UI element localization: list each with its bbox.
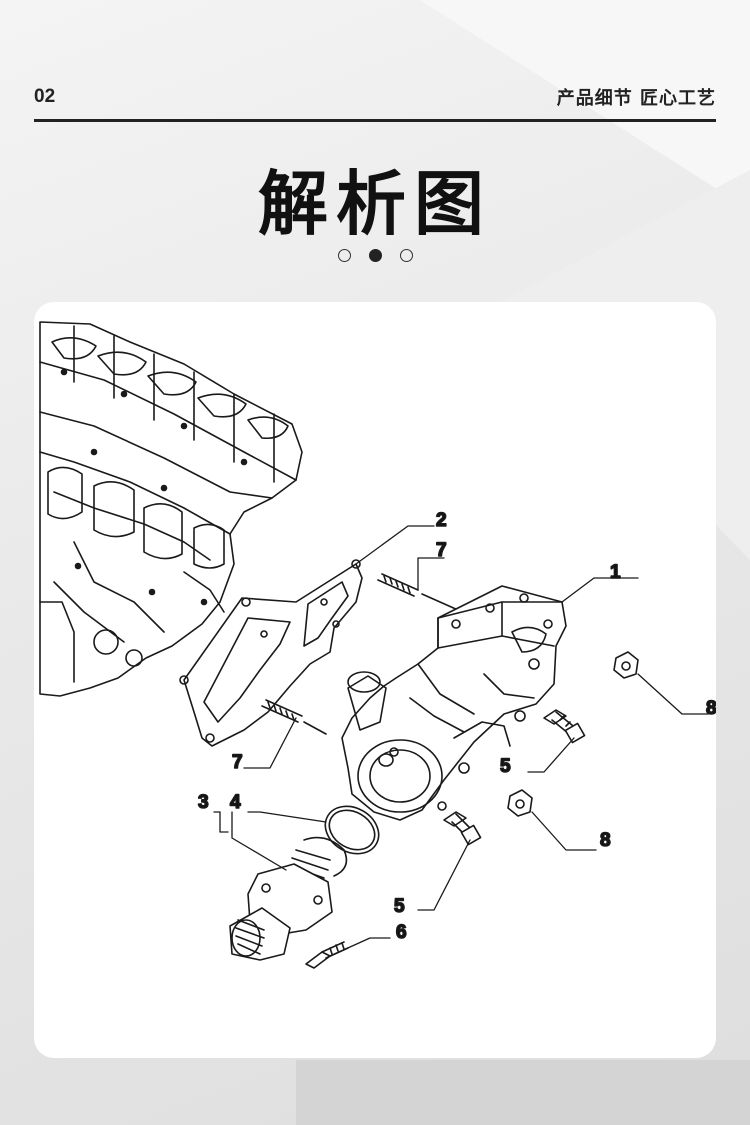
label-part-6: 6: [396, 922, 407, 943]
diagram-card: 2 7 1 8 7 5 3 4 8 5 6: [34, 302, 716, 1058]
header-divider: [34, 119, 716, 122]
stud-upper: [377, 573, 459, 611]
label-part-7-upper: 7: [436, 540, 447, 561]
nut-lower: [507, 789, 533, 817]
bolt-lower: [443, 811, 482, 846]
label-part-5-upper: 5: [500, 756, 511, 777]
label-part-3: 3: [198, 792, 209, 813]
bolt-small: [305, 941, 349, 969]
nut-upper: [613, 651, 639, 679]
leader-lines: [213, 525, 709, 957]
page-title: 解析图: [258, 163, 492, 245]
engine-block: [39, 321, 303, 697]
pagination-dot-active[interactable]: [368, 249, 382, 262]
o-ring: [324, 805, 380, 855]
pagination-dot[interactable]: [337, 249, 351, 262]
exploded-view-diagram: 2 7 1 8 7 5 3 4 8 5 6: [39, 321, 716, 969]
label-part-7-lower: 7: [232, 752, 243, 773]
thermostat: [229, 836, 348, 961]
gasket: [179, 559, 363, 747]
label-part-5-lower: 5: [394, 896, 405, 917]
thermostat-housing: [341, 585, 567, 821]
header-tagline: 产品细节 匠心工艺: [556, 88, 716, 109]
bolt-upper: [543, 709, 586, 744]
page-number: 02: [34, 86, 56, 107]
pagination-dots: [0, 249, 750, 262]
label-part-2: 2: [436, 510, 447, 531]
label-part-8-upper: 8: [706, 698, 716, 719]
stud-lower: [261, 699, 327, 735]
label-part-1: 1: [610, 562, 621, 583]
pagination-dot[interactable]: [399, 249, 413, 262]
label-part-4: 4: [230, 792, 241, 813]
label-part-8-lower: 8: [600, 830, 611, 851]
